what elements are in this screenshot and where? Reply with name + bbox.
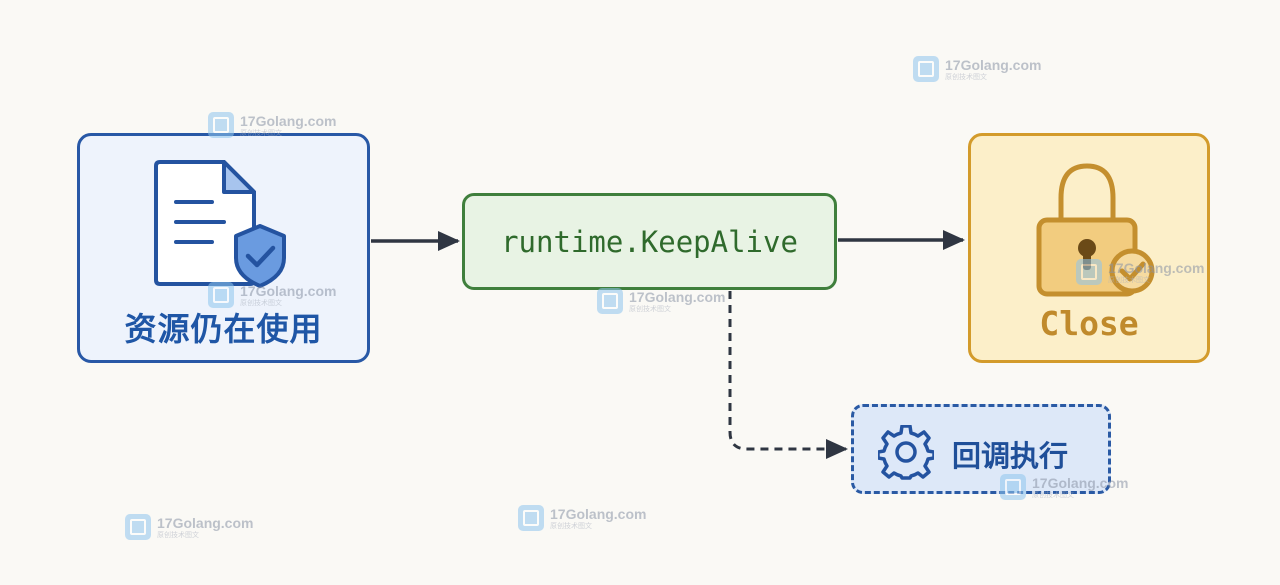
watermark-logo-icon — [597, 288, 623, 314]
watermark: 17Golang.com 原创技术图文 — [1000, 474, 1128, 500]
watermark-site: 17Golang.com — [157, 514, 254, 531]
watermark-sub: 原创技术图文 — [629, 304, 671, 313]
callback-label: 回调执行 — [952, 439, 1069, 473]
gear-icon — [878, 425, 934, 480]
close-label: Close — [1039, 304, 1139, 343]
watermark: 17Golang.com 原创技术图文 — [125, 514, 253, 540]
watermark-site: 17Golang.com — [1108, 259, 1205, 276]
watermark-logo-icon — [208, 282, 234, 308]
dashed-arrow-keepalive-to-callback — [728, 291, 848, 459]
keepalive-label: runtime.KeepAlive — [501, 224, 798, 259]
watermark-logo-icon — [208, 112, 234, 138]
watermark: 17Golang.com 原创技术图文 — [518, 505, 646, 531]
resource-in-use-label: 资源仍在使用 — [124, 310, 323, 348]
watermark-sub: 原创技术图文 — [550, 521, 592, 530]
document-shield-check-icon — [154, 160, 286, 288]
watermark-sub: 原创技术图文 — [157, 530, 199, 539]
watermark: 17Golang.com 原创技术图文 — [597, 288, 725, 314]
watermark-sub: 原创技术图文 — [945, 72, 987, 81]
watermark-sub: 原创技术图文 — [240, 298, 282, 307]
watermark-site: 17Golang.com — [945, 56, 1042, 73]
watermark-logo-icon — [518, 505, 544, 531]
resource-in-use-node: 资源仍在使用 — [77, 133, 370, 363]
watermark-logo-icon — [1000, 474, 1026, 500]
watermark-site: 17Golang.com — [240, 112, 337, 129]
watermark-logo-icon — [1076, 259, 1102, 285]
watermark: 17Golang.com 原创技术图文 — [1076, 259, 1204, 285]
watermark: 17Golang.com 原创技术图文 — [913, 56, 1041, 82]
watermark-site: 17Golang.com — [240, 282, 337, 299]
watermark-site: 17Golang.com — [550, 505, 647, 522]
callback-node: 回调执行 — [851, 404, 1111, 494]
watermark-site: 17Golang.com — [629, 288, 726, 305]
keepalive-node: runtime.KeepAlive — [462, 193, 837, 290]
close-node: Close — [968, 133, 1210, 363]
watermark-logo-icon — [125, 514, 151, 540]
watermark: 17Golang.com 原创技术图文 — [208, 112, 336, 138]
watermark-logo-icon — [913, 56, 939, 82]
watermark-sub: 原创技术图文 — [1108, 275, 1150, 284]
watermark-site: 17Golang.com — [1032, 474, 1129, 491]
watermark: 17Golang.com 原创技术图文 — [208, 282, 336, 308]
watermark-sub: 原创技术图文 — [1032, 490, 1074, 499]
watermark-sub: 原创技术图文 — [240, 128, 282, 137]
padlock-check-icon — [1036, 163, 1155, 297]
